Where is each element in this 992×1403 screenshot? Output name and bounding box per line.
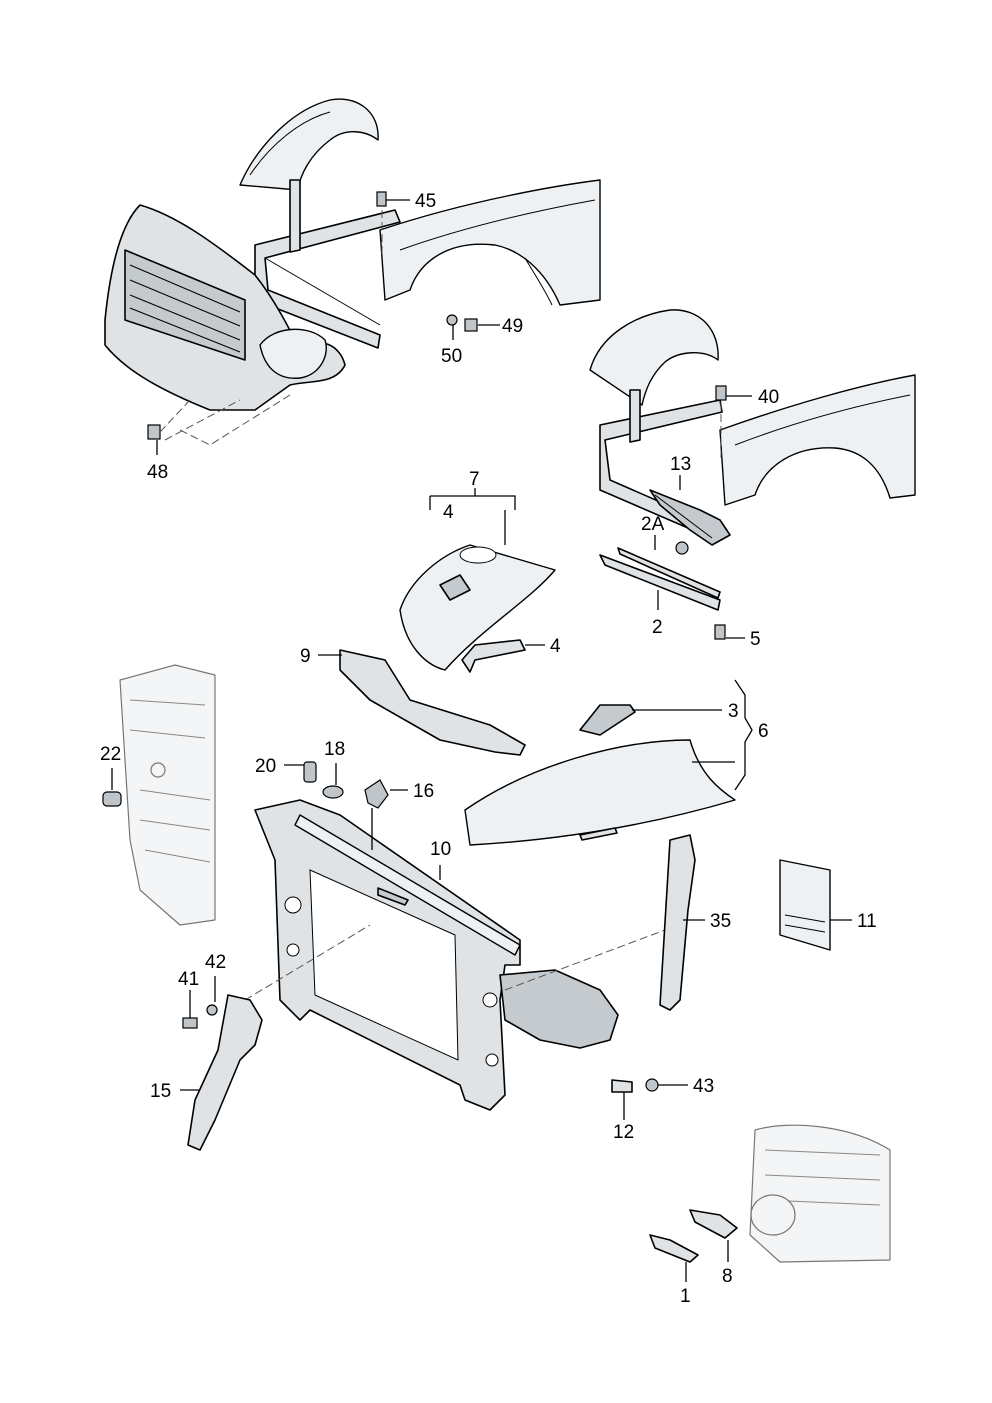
engine-detail (649, 1124, 891, 1263)
label-11: 11 (857, 911, 877, 932)
label-5: 5 (750, 629, 761, 650)
label-15: 15 (150, 1081, 171, 1102)
side-bracket (182, 994, 263, 1151)
label-18: 18 (324, 739, 345, 760)
label-3: 3 (728, 701, 739, 722)
label-2: 2 (652, 617, 663, 638)
label-4-bracket: 4 (550, 636, 561, 657)
label-49: 49 (502, 316, 523, 337)
label-41: 41 (178, 969, 199, 990)
label-7: 7 (469, 469, 480, 490)
label-12: 12 (613, 1122, 634, 1143)
label-8: 8 (722, 1266, 733, 1287)
clip (611, 1078, 659, 1093)
fender-assembly-right (589, 309, 916, 640)
air-guide-and-label (659, 834, 831, 1011)
leader-lines (111, 199, 852, 1282)
label-43: 43 (693, 1076, 714, 1097)
part-labels: 45 49 50 48 40 13 2A 2 5 7 4 4 9 3 6 22 … (100, 191, 877, 1307)
lock-carrier (244, 761, 666, 1111)
label-9: 9 (300, 646, 311, 667)
label-1: 1 (680, 1286, 691, 1307)
label-48: 48 (147, 462, 168, 483)
label-50: 50 (441, 346, 462, 367)
label-20: 20 (255, 756, 276, 777)
label-22: 22 (100, 744, 121, 765)
label-13: 13 (670, 454, 691, 475)
label-45: 45 (415, 191, 436, 212)
label-2A: 2A (641, 514, 665, 535)
label-4-cover: 4 (443, 502, 454, 523)
lock-carrier-covers (339, 544, 736, 846)
label-35: 35 (710, 911, 731, 932)
label-16: 16 (413, 781, 434, 802)
label-6: 6 (758, 721, 769, 742)
label-40: 40 (758, 387, 779, 408)
label-42: 42 (205, 952, 226, 973)
side-air-duct (102, 664, 216, 926)
label-10: 10 (430, 839, 451, 860)
front-end-assembly-top (104, 98, 601, 446)
